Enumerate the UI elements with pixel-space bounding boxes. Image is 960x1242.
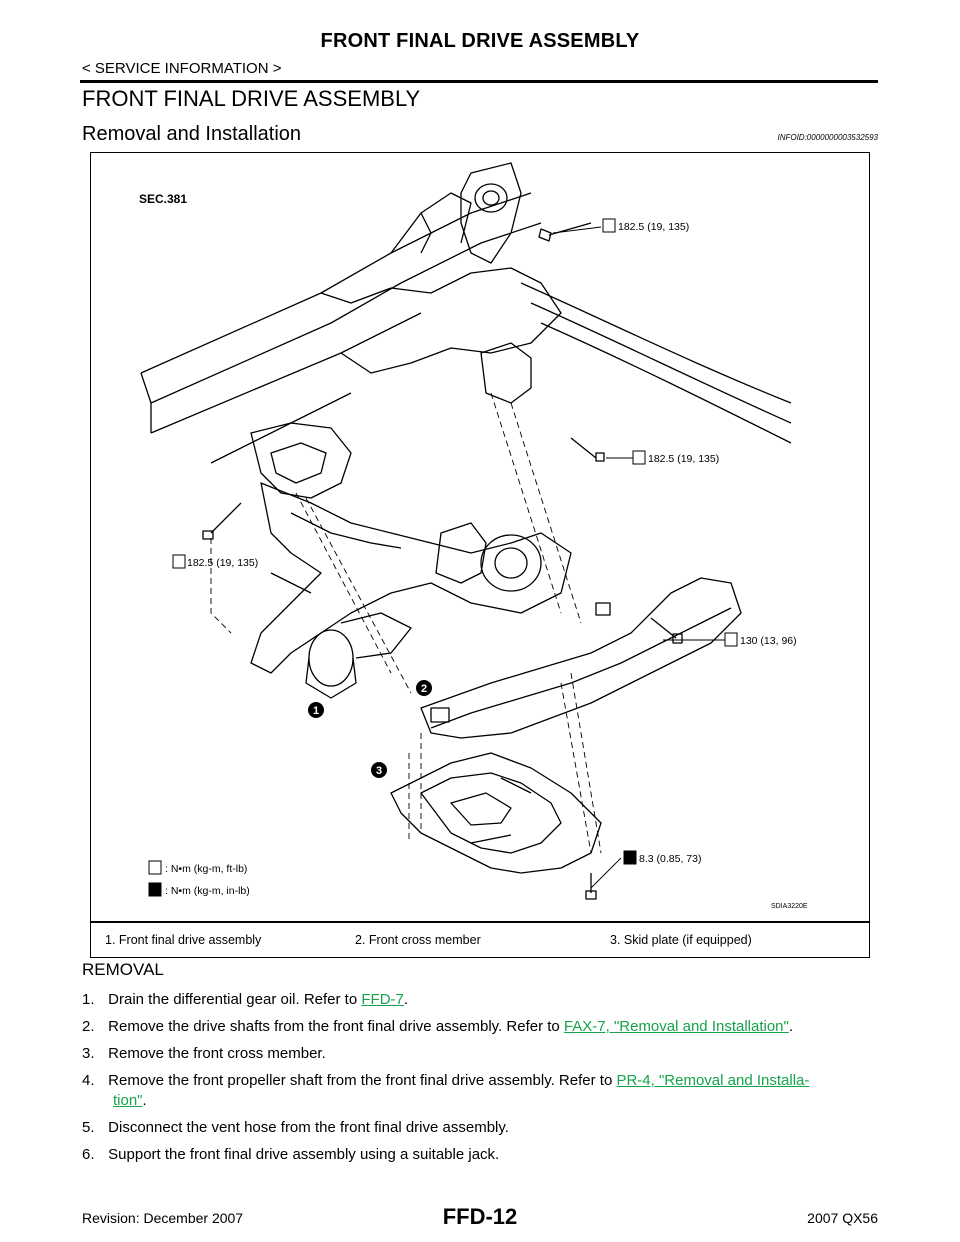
step-5: 5. Disconnect the vent hose from the fro… xyxy=(82,1118,882,1138)
removal-heading: REMOVAL xyxy=(82,960,164,979)
callout-1: 1 xyxy=(313,705,319,717)
caption-3: 3. Skid plate (if equipped) xyxy=(610,933,752,947)
removal-steps: 1. Drain the differential gear oil. Refe… xyxy=(82,990,882,1172)
link-ffd-7[interactable]: FFD-7 xyxy=(361,991,404,1008)
exploded-diagram: 1 2 3 SEC.381 182.5 (19, 135) 182.5 (19,… xyxy=(139,162,808,910)
step-4: 4. Remove the front propeller shaft from… xyxy=(82,1071,882,1111)
step-number: 5. xyxy=(82,1119,95,1136)
torque-label-5: 8.3 (0.85, 73) xyxy=(639,853,701,865)
footer-revision: Revision: December 2007 xyxy=(82,1210,244,1226)
caption-1: 1. Front final drive assembly xyxy=(105,933,262,947)
step-text: Remove the front propeller shaft from th… xyxy=(108,1072,617,1089)
step-6: 6. Support the front final drive assembl… xyxy=(82,1145,882,1165)
page-title: FRONT FINAL DRIVE ASSEMBLY xyxy=(82,86,421,111)
info-id: INFOID:0000000003532593 xyxy=(777,133,878,142)
callout-2-marker xyxy=(416,680,432,696)
step-suffix: . xyxy=(403,991,409,1008)
step-text: Drain the differential gear oil. Refer t… xyxy=(108,991,362,1008)
step-suffix: . xyxy=(142,1092,147,1109)
step-number: 1. xyxy=(82,991,95,1008)
section-code: SEC.381 xyxy=(139,192,187,206)
step-text: Disconnect the vent hose from the front … xyxy=(108,1119,509,1136)
torque-label-4: 130 (13, 96) xyxy=(740,635,797,647)
legend-in-lb: : N•m (kg-m, in-lb) xyxy=(165,885,250,897)
figure-frame: 1 2 3 SEC.381 182.5 (19, 135) 182.5 (19,… xyxy=(90,152,870,922)
figure-captions: 1. Front final drive assembly 2. Front c… xyxy=(90,922,870,958)
step-2: 2. Remove the drive shafts from the fron… xyxy=(82,1017,882,1037)
torque-label-2: 182.5 (19, 135) xyxy=(648,453,719,465)
step-number: 2. xyxy=(82,1018,95,1035)
footer-page-id: FFD-12 xyxy=(442,1204,518,1229)
link-fax-7[interactable]: FAX-7, "Removal and Installation" xyxy=(563,1018,789,1035)
step-3: 3. Remove the front cross member. xyxy=(82,1044,882,1064)
callout-1-marker xyxy=(308,702,324,718)
footer-model: 2007 QX56 xyxy=(807,1210,878,1226)
step-text: Remove the drive shafts from the front f… xyxy=(108,1018,564,1035)
torque-label-3: 182.5 (19, 135) xyxy=(187,557,258,569)
step-suffix: . xyxy=(788,1018,794,1035)
step-text: Support the front final drive assembly u… xyxy=(108,1146,500,1163)
figure-code: SDIA3220E xyxy=(771,903,808,910)
step-number: 4. xyxy=(82,1072,95,1089)
header-title: FRONT FINAL DRIVE ASSEMBLY xyxy=(320,30,640,52)
callout-3: 3 xyxy=(376,765,382,777)
step-number: 6. xyxy=(82,1146,95,1163)
header-rule xyxy=(80,80,878,83)
legend-ft-lb: : N•m (kg-m, ft-lb) xyxy=(165,863,247,875)
section-title: Removal and Installation xyxy=(82,123,302,145)
step-number: 3. xyxy=(82,1045,95,1062)
breadcrumb: < SERVICE INFORMATION > xyxy=(82,60,282,77)
link-pr-4-cont[interactable]: tion" xyxy=(113,1092,143,1109)
torque-label-1: 182.5 (19, 135) xyxy=(618,221,689,233)
step-text: Remove the front cross member. xyxy=(108,1045,326,1062)
callout-2: 2 xyxy=(421,683,427,695)
step-1: 1. Drain the differential gear oil. Refe… xyxy=(82,990,882,1010)
caption-2: 2. Front cross member xyxy=(355,933,481,947)
link-pr-4[interactable]: PR-4, "Removal and Installa- xyxy=(616,1072,810,1089)
callout-3-marker xyxy=(371,762,387,778)
